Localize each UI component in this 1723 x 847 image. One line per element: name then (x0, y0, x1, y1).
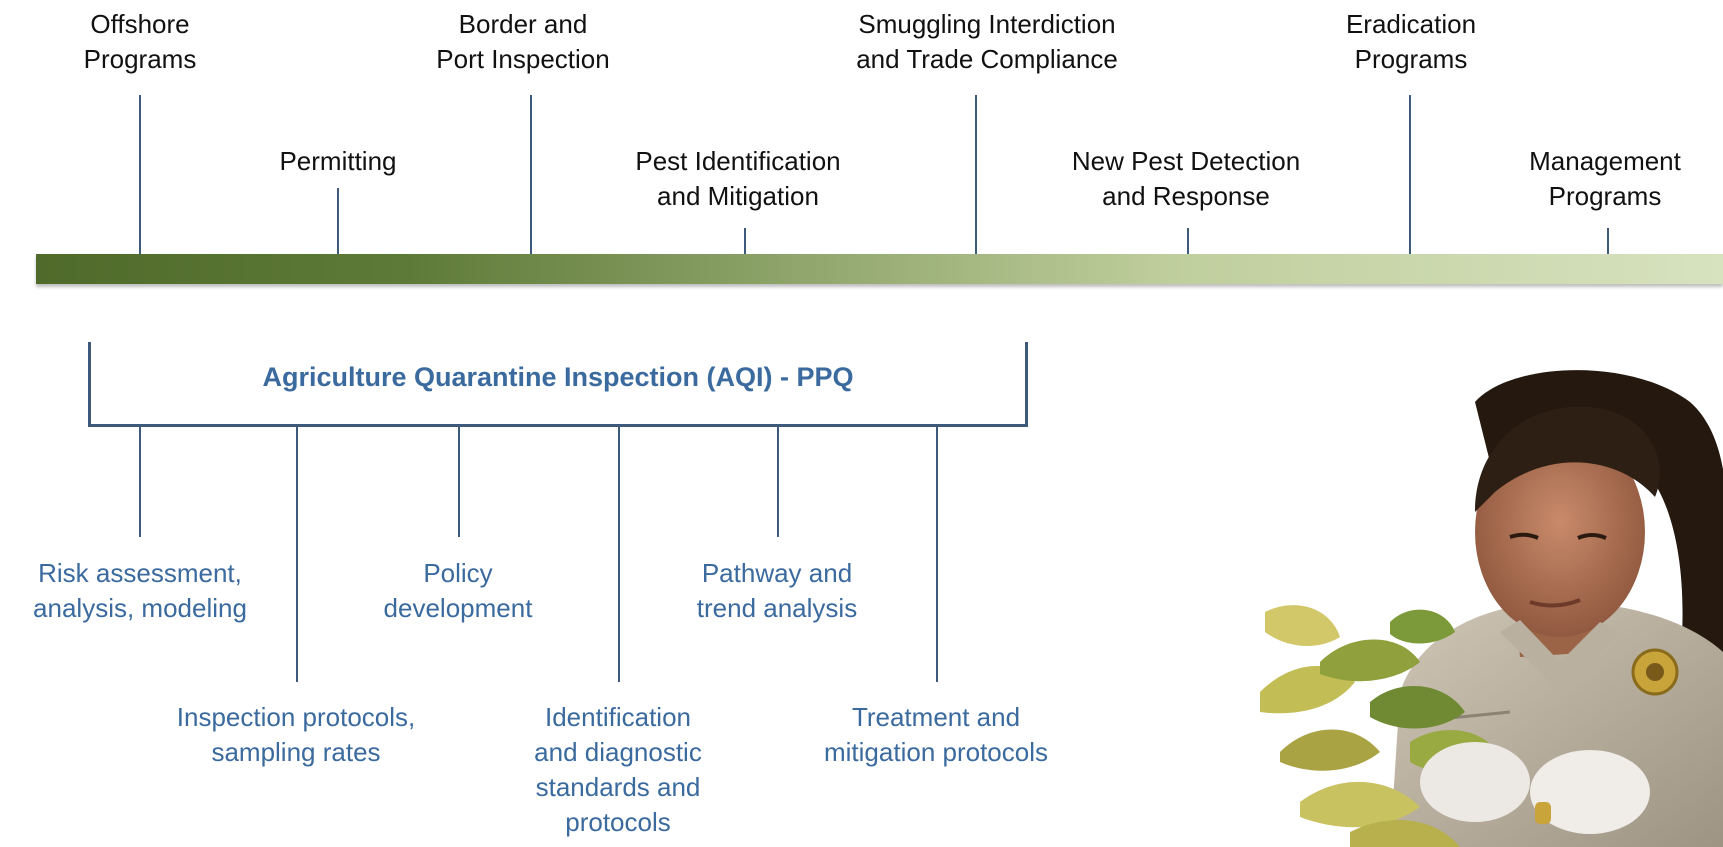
label-smuggling-interdiction: Smuggling Interdiction and Trade Complia… (856, 9, 1118, 74)
connector-identification (618, 427, 620, 682)
label-management-programs: Management Programs (1529, 146, 1681, 211)
timeline-bar (36, 254, 1723, 284)
label-eradication-programs: Eradication Programs (1345, 9, 1477, 74)
label-identification-standards: Identification and diagnostic standards … (534, 702, 702, 837)
inspector-with-plant-sample-photo (1260, 370, 1723, 847)
label-pest-identification: Pest Identification and Mitigation (635, 146, 841, 211)
connector-management (1607, 228, 1609, 255)
label-new-pest-detection: New Pest Detection and Response (1071, 146, 1301, 211)
connector-permitting (337, 188, 339, 255)
connector-pest-id (744, 228, 746, 255)
connector-policy (458, 427, 460, 537)
connector-border (530, 95, 532, 255)
label-risk-assessment: Risk assessment, analysis, modeling (33, 558, 247, 623)
label-policy-development: Policy development (383, 558, 533, 623)
connector-treatment (936, 427, 938, 682)
label-offshore-programs: Offshore Programs (83, 9, 197, 74)
connector-risk (139, 427, 141, 537)
connector-eradication (1409, 95, 1411, 255)
label-permitting: Permitting (279, 146, 397, 176)
aqi-bracket (88, 342, 1028, 427)
aqi-title: Agriculture Quarantine Inspection (AQI) … (262, 362, 854, 392)
connector-new-pest (1187, 228, 1189, 255)
label-treatment-protocols: Treatment and mitigation protocols (824, 702, 1048, 767)
connector-offshore (139, 95, 141, 255)
connector-inspection (296, 427, 298, 682)
label-inspection-protocols: Inspection protocols, sampling rates (176, 702, 416, 767)
connector-pathway (777, 427, 779, 537)
label-border-port-inspection: Border and Port Inspection (436, 9, 610, 74)
connector-smuggling (975, 95, 977, 255)
label-pathway-analysis: Pathway and trend analysis (696, 558, 858, 623)
